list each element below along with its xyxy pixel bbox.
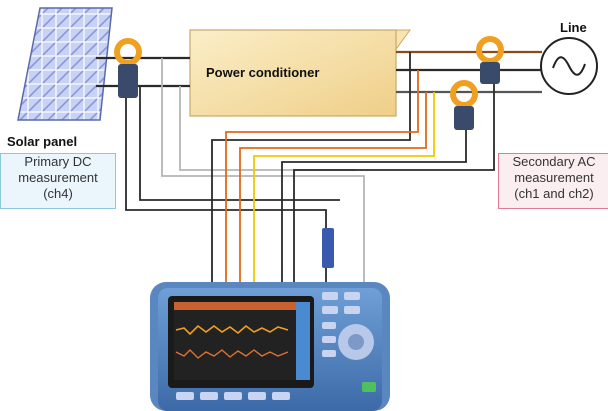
solar-panel xyxy=(18,8,112,120)
ac-clamp-sensor-1 xyxy=(479,39,501,84)
dc-wires xyxy=(96,58,190,86)
power-analyzer xyxy=(150,282,390,411)
secondary-ac-measurement-box: Secondary AC measurement (ch1 and ch2) xyxy=(498,153,608,209)
secondary-ac-line-2: measurement xyxy=(499,170,608,186)
ac-source-symbol xyxy=(541,38,597,94)
primary-dc-line-2: measurement xyxy=(1,170,115,186)
line-label: Line xyxy=(560,20,587,35)
secondary-ac-line-3: (ch1 and ch2) xyxy=(499,186,608,202)
secondary-ac-line-1: Secondary AC xyxy=(499,154,608,170)
ac-clamp-sensor-2 xyxy=(453,83,475,130)
primary-dc-line-3: (ch4) xyxy=(1,186,115,202)
power-conditioner-label: Power conditioner xyxy=(206,65,319,80)
dc-adapter xyxy=(322,228,334,268)
primary-dc-measurement-box: Primary DC measurement (ch4) xyxy=(0,153,116,209)
solar-panel-label: Solar panel xyxy=(7,134,77,149)
dc-clamp-sensor xyxy=(117,41,139,98)
primary-dc-line-1: Primary DC xyxy=(1,154,115,170)
